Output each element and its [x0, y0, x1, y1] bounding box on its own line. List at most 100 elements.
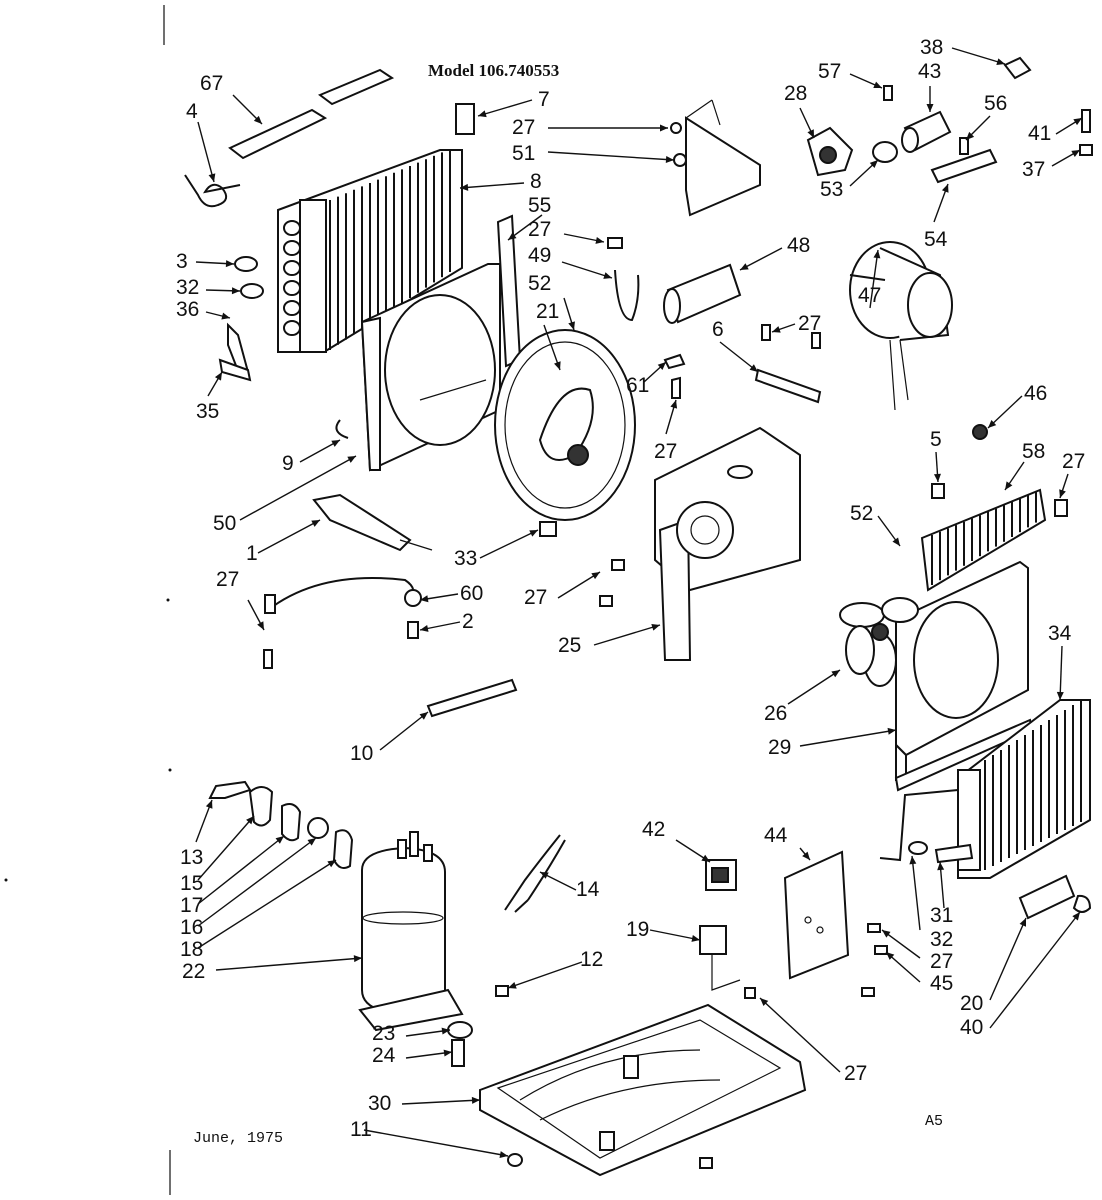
callout-number: 15 [180, 872, 203, 895]
callout-number: 24 [372, 1044, 396, 1067]
leader-arrowhead [441, 1027, 450, 1035]
callout-number: 1 [246, 542, 258, 565]
leader-line [257, 519, 321, 554]
leader-arrowhead [420, 595, 429, 603]
leader-line [363, 1129, 509, 1157]
leader-arrowhead [225, 260, 234, 268]
leader-line [951, 47, 1006, 65]
callout-number: 32 [930, 928, 953, 951]
leader-line [911, 855, 921, 931]
callout-31a: 31 [930, 861, 953, 927]
leader-line [239, 455, 357, 521]
callout-number: 67 [200, 72, 223, 95]
leader-arrowhead [499, 1151, 508, 1159]
leader-arrowhead [275, 836, 284, 844]
callout-27c: 27 [771, 312, 821, 335]
callout-number: 28 [784, 82, 807, 105]
callout-number: 27 [844, 1062, 867, 1085]
callout-number: 40 [960, 1016, 983, 1039]
callout-33a: 33 [454, 529, 539, 570]
callout-32b: 32 [909, 855, 953, 951]
callout-number: 27 [798, 312, 821, 335]
callout-number: 48 [787, 234, 810, 257]
leader-line [547, 151, 675, 161]
callout-11a: 11 [350, 1118, 509, 1159]
callout-number: 42 [642, 818, 665, 841]
leader-arrowhead [651, 623, 660, 631]
callout-3a: 3 [176, 250, 235, 273]
callout-number: 51 [512, 142, 535, 165]
callout-number: 57 [818, 60, 841, 83]
model-title: Model 106.740553 [428, 61, 559, 80]
leader-arrowhead [740, 263, 749, 270]
bearing-parts [806, 56, 1093, 184]
fan-motor-part [849, 241, 953, 411]
mount-brackets-part [208, 780, 354, 869]
callout-25a: 25 [558, 623, 661, 657]
callout-27i: 27 [759, 997, 867, 1085]
tube-fittings-part [218, 256, 264, 382]
compressor-part [358, 831, 464, 1032]
callout-number: 21 [536, 300, 559, 323]
callout-32a: 32 [176, 276, 241, 299]
screws-part [607, 237, 821, 399]
callout-30a: 30 [368, 1092, 481, 1115]
callout-5a: 5 [930, 428, 942, 483]
leader-arrowhead [568, 321, 575, 330]
leader-line [477, 99, 533, 117]
callout-36a: 36 [176, 298, 231, 321]
callout-22a: 22 [182, 955, 363, 983]
callout-number: 55 [528, 194, 551, 217]
evaporator-shroud-part [360, 263, 501, 472]
callout-number: 52 [528, 272, 551, 295]
leader-arrowhead [941, 184, 949, 193]
leader-arrowhead [595, 236, 604, 244]
leader-arrowhead [887, 727, 896, 735]
callout-55a: 55 [507, 194, 551, 241]
callout-44a: 44 [764, 824, 811, 861]
leader-line [197, 121, 215, 183]
callout-27b: 27 [528, 218, 605, 244]
leader-arrowhead [508, 982, 517, 989]
callout-53a: 53 [820, 159, 879, 201]
callout-27d: 27 [654, 399, 677, 463]
leader-arrowhead [529, 530, 538, 537]
callout-number: 27 [528, 218, 551, 241]
leader-arrowhead [831, 670, 840, 678]
callout-number: 27 [524, 586, 547, 609]
leader-arrowhead [1005, 481, 1013, 490]
leader-arrowhead [246, 816, 254, 825]
condenser-fan-part [839, 597, 919, 687]
callout-42a: 42 [642, 818, 711, 863]
leader-line [197, 859, 337, 949]
callout-45a: 45 [885, 951, 953, 995]
leader-arrowhead [1072, 912, 1080, 921]
callout-number: 47 [858, 284, 881, 307]
margin-marks [4, 5, 172, 1195]
callout-28a: 28 [784, 82, 815, 139]
callout-27f: 27 [524, 571, 601, 609]
callout-27g: 27 [1059, 450, 1085, 499]
callout-38a: 38 [920, 36, 1006, 66]
leader-line [719, 341, 759, 373]
callout-54a: 54 [924, 183, 949, 251]
leader-arrowhead [420, 624, 429, 632]
callout-number: 2 [462, 610, 474, 633]
selector-switch-part [705, 859, 737, 891]
callout-number: 37 [1022, 158, 1045, 181]
outlet-parts [1018, 874, 1092, 920]
leader-arrowhead [996, 58, 1005, 66]
callout-number: 6 [712, 318, 724, 341]
callout-number: 53 [820, 178, 843, 201]
callout-60a: 60 [419, 582, 483, 605]
callout-37a: 37 [1022, 149, 1081, 181]
leader-arrowhead [760, 998, 769, 1007]
evaporator-coil-part [277, 149, 463, 353]
spring-clip-part [184, 174, 241, 208]
leader-line [869, 249, 879, 309]
callout-number: 18 [180, 938, 203, 961]
footer-code: A5 [925, 1113, 943, 1130]
leader-arrowhead [311, 520, 320, 527]
callout-number: 27 [930, 950, 953, 973]
